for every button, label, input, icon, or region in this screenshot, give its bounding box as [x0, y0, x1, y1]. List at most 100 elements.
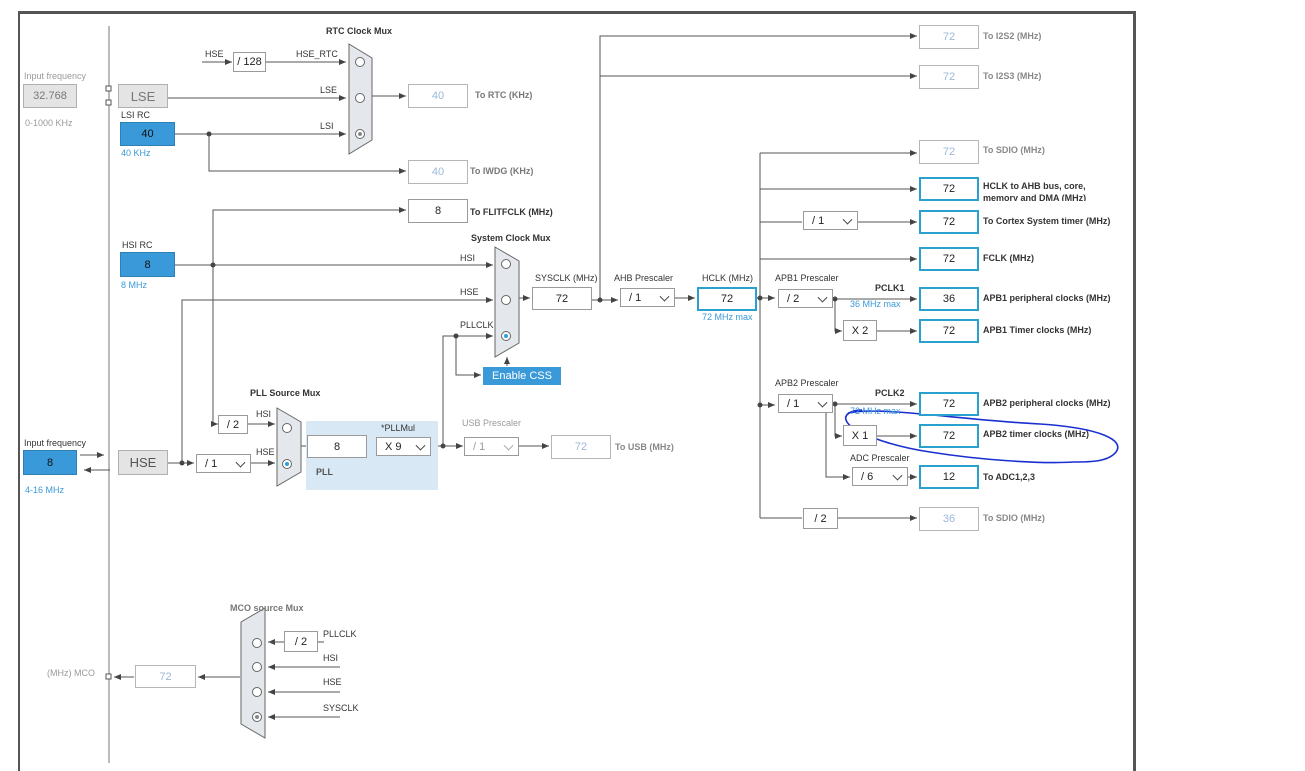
hse-oscillator[interactable]: HSE — [118, 450, 168, 475]
iwdg-output-label: To IWDG (KHz) — [470, 166, 534, 176]
flitfclk-output-value: 8 — [408, 199, 468, 223]
hclk-ahb-output-value[interactable]: 72 — [919, 177, 979, 201]
rtc-clock-mux-title: RTC Clock Mux — [326, 26, 393, 36]
fclk-output-value[interactable]: 72 — [919, 247, 979, 271]
sdio-output-label: To SDIO (MHz) — [983, 145, 1045, 155]
apb2-prescaler-title: APB2 Prescaler — [775, 378, 839, 388]
chevron-down-icon — [659, 291, 670, 302]
clock-tree-frame — [18, 11, 1136, 771]
ahb-prescaler-value: / 1 — [629, 291, 642, 304]
cortex-timer-output-label: To Cortex System timer (MHz) — [983, 216, 1111, 226]
i2s2-output-value: 72 — [919, 25, 979, 49]
usb-prescaler-select[interactable]: / 1 — [464, 437, 519, 456]
apb1-peripheral-output-value[interactable]: 36 — [919, 287, 979, 311]
hse-prediv-select[interactable]: / 1 — [196, 454, 251, 473]
chevron-down-icon — [817, 397, 828, 408]
pll-source-hsi-radio[interactable] — [282, 423, 292, 433]
sysmux-pllclk-label: PLLCLK — [460, 320, 494, 330]
system-clock-mux-title: System Clock Mux — [471, 233, 551, 243]
hse-rtc-label: HSE_RTC — [296, 49, 338, 59]
chevron-down-icon — [415, 440, 426, 451]
sysmux-pllclk-radio[interactable] — [501, 331, 511, 341]
pll-input-value: 8 — [307, 435, 367, 458]
pclk1-label: PCLK1 — [875, 283, 905, 293]
hclk-max-label: 72 MHz max — [702, 312, 753, 322]
ahb-prescaler-title: AHB Prescaler — [614, 273, 674, 283]
hsi-rc-value[interactable]: 8 — [120, 252, 175, 277]
pll-hsi-label: HSI — [256, 409, 272, 419]
usb-output-label: To USB (MHz) — [615, 442, 674, 452]
apb2-timer-output-label: APB2 timer clocks (MHz) — [983, 429, 1090, 439]
chevron-down-icon — [842, 214, 853, 225]
sdio-output-value: 72 — [919, 140, 979, 164]
usb-prescaler-value: / 1 — [473, 440, 486, 453]
apb1-timer-multiplier: X 2 — [843, 320, 877, 341]
lsi-frequency-label: 40 KHz — [121, 148, 151, 158]
adc-prescaler-select[interactable]: / 6 — [852, 467, 908, 486]
mco-sysclk-radio[interactable] — [252, 712, 262, 722]
pclk2-max-label: 72 MHz max — [850, 406, 901, 416]
apb1-timer-output-label: APB1 Timer clocks (MHz) — [983, 325, 1092, 335]
hclk-value[interactable]: 72 — [697, 287, 757, 311]
hclk-ahb-output-label-line1: HCLK to AHB bus, core, — [983, 181, 1086, 191]
adc-output-value[interactable]: 12 — [919, 465, 979, 489]
input-frequency-label-hse: Input frequency — [24, 438, 87, 448]
apb1-prescaler-title: APB1 Prescaler — [775, 273, 839, 283]
mco-pllclk-label: PLLCLK — [323, 629, 357, 639]
sdio2-output-label: To SDIO (MHz) — [983, 513, 1045, 523]
hse-rtc-div128: / 128 — [233, 52, 266, 72]
pclk1-max-label: 36 MHz max — [850, 299, 901, 309]
cortex-timer-div-select[interactable]: / 1 — [803, 211, 858, 230]
cortex-timer-div-value: / 1 — [812, 214, 825, 227]
mco-output-label: (MHz) MCO — [47, 668, 95, 678]
sysclk-value: 72 — [532, 287, 592, 310]
hclk-ahb-output-label-line2: memory and DMA (MHz) — [983, 193, 1087, 201]
ahb-prescaler-select[interactable]: / 1 — [620, 288, 675, 307]
enable-css-button[interactable]: Enable CSS — [483, 367, 561, 385]
pll-mul-value: X 9 — [385, 440, 402, 453]
mco-hse-label: HSE — [323, 677, 342, 687]
sysmux-hse-radio[interactable] — [501, 295, 511, 305]
apb2-peripheral-output-value[interactable]: 72 — [919, 392, 979, 416]
mco-hsi-radio[interactable] — [252, 662, 262, 672]
fclk-output-label: FCLK (MHz) — [983, 253, 1034, 263]
hse-range-label: 4-16 MHz — [25, 485, 65, 495]
pll-hsi-div2: / 2 — [218, 415, 248, 434]
rtc-mux-lsi-radio[interactable] — [355, 129, 365, 139]
apb2-peripheral-output-label: APB2 peripheral clocks (MHz) — [983, 398, 1111, 408]
rtc-mux-lse-radio[interactable] — [355, 93, 365, 103]
apb2-timer-output-value[interactable]: 72 — [919, 424, 979, 448]
hse-input-frequency[interactable]: 8 — [23, 450, 77, 475]
pll-mul-select[interactable]: X 9 — [376, 437, 431, 456]
mco-hse-radio[interactable] — [252, 687, 262, 697]
mco-output-value: 72 — [135, 665, 196, 688]
cortex-timer-output-value[interactable]: 72 — [919, 210, 979, 234]
lse-oscillator[interactable]: LSE — [118, 84, 168, 108]
sdio2-output-value: 36 — [919, 507, 979, 531]
sdio-div2: / 2 — [803, 508, 838, 529]
pclk2-label: PCLK2 — [875, 388, 905, 398]
apb1-prescaler-value: / 2 — [787, 292, 800, 305]
mco-pllclk-div2: / 2 — [284, 631, 318, 652]
iwdg-output-value: 40 — [408, 160, 468, 184]
apb1-timer-output-value[interactable]: 72 — [919, 319, 979, 343]
flitfclk-output-label: To FLITFCLK (MHz) — [470, 207, 553, 217]
apb2-prescaler-select[interactable]: / 1 — [778, 394, 833, 413]
hsi-rc-label: HSI RC — [122, 240, 153, 250]
apb1-prescaler-select[interactable]: / 2 — [778, 289, 833, 308]
hsi-frequency-label: 8 MHz — [121, 280, 148, 290]
rtc-output-value: 40 — [408, 84, 468, 108]
lse-input-frequency[interactable]: 32.768 — [23, 84, 77, 108]
sysmux-hsi-radio[interactable] — [501, 259, 511, 269]
chevron-down-icon — [892, 470, 903, 481]
pll-label: PLL — [316, 467, 333, 477]
adc-prescaler-title: ADC Prescaler — [850, 453, 910, 463]
apb2-prescaler-value: / 1 — [787, 397, 800, 410]
pll-source-hse-radio[interactable] — [282, 459, 292, 469]
apb2-timer-multiplier: X 1 — [843, 425, 877, 446]
chevron-down-icon — [817, 292, 828, 303]
pll-mul-label: *PLLMul — [381, 423, 416, 433]
rtc-mux-hse-radio[interactable] — [355, 57, 365, 67]
lsi-rc-value[interactable]: 40 — [120, 122, 175, 146]
mco-pllclk-radio[interactable] — [252, 638, 262, 648]
